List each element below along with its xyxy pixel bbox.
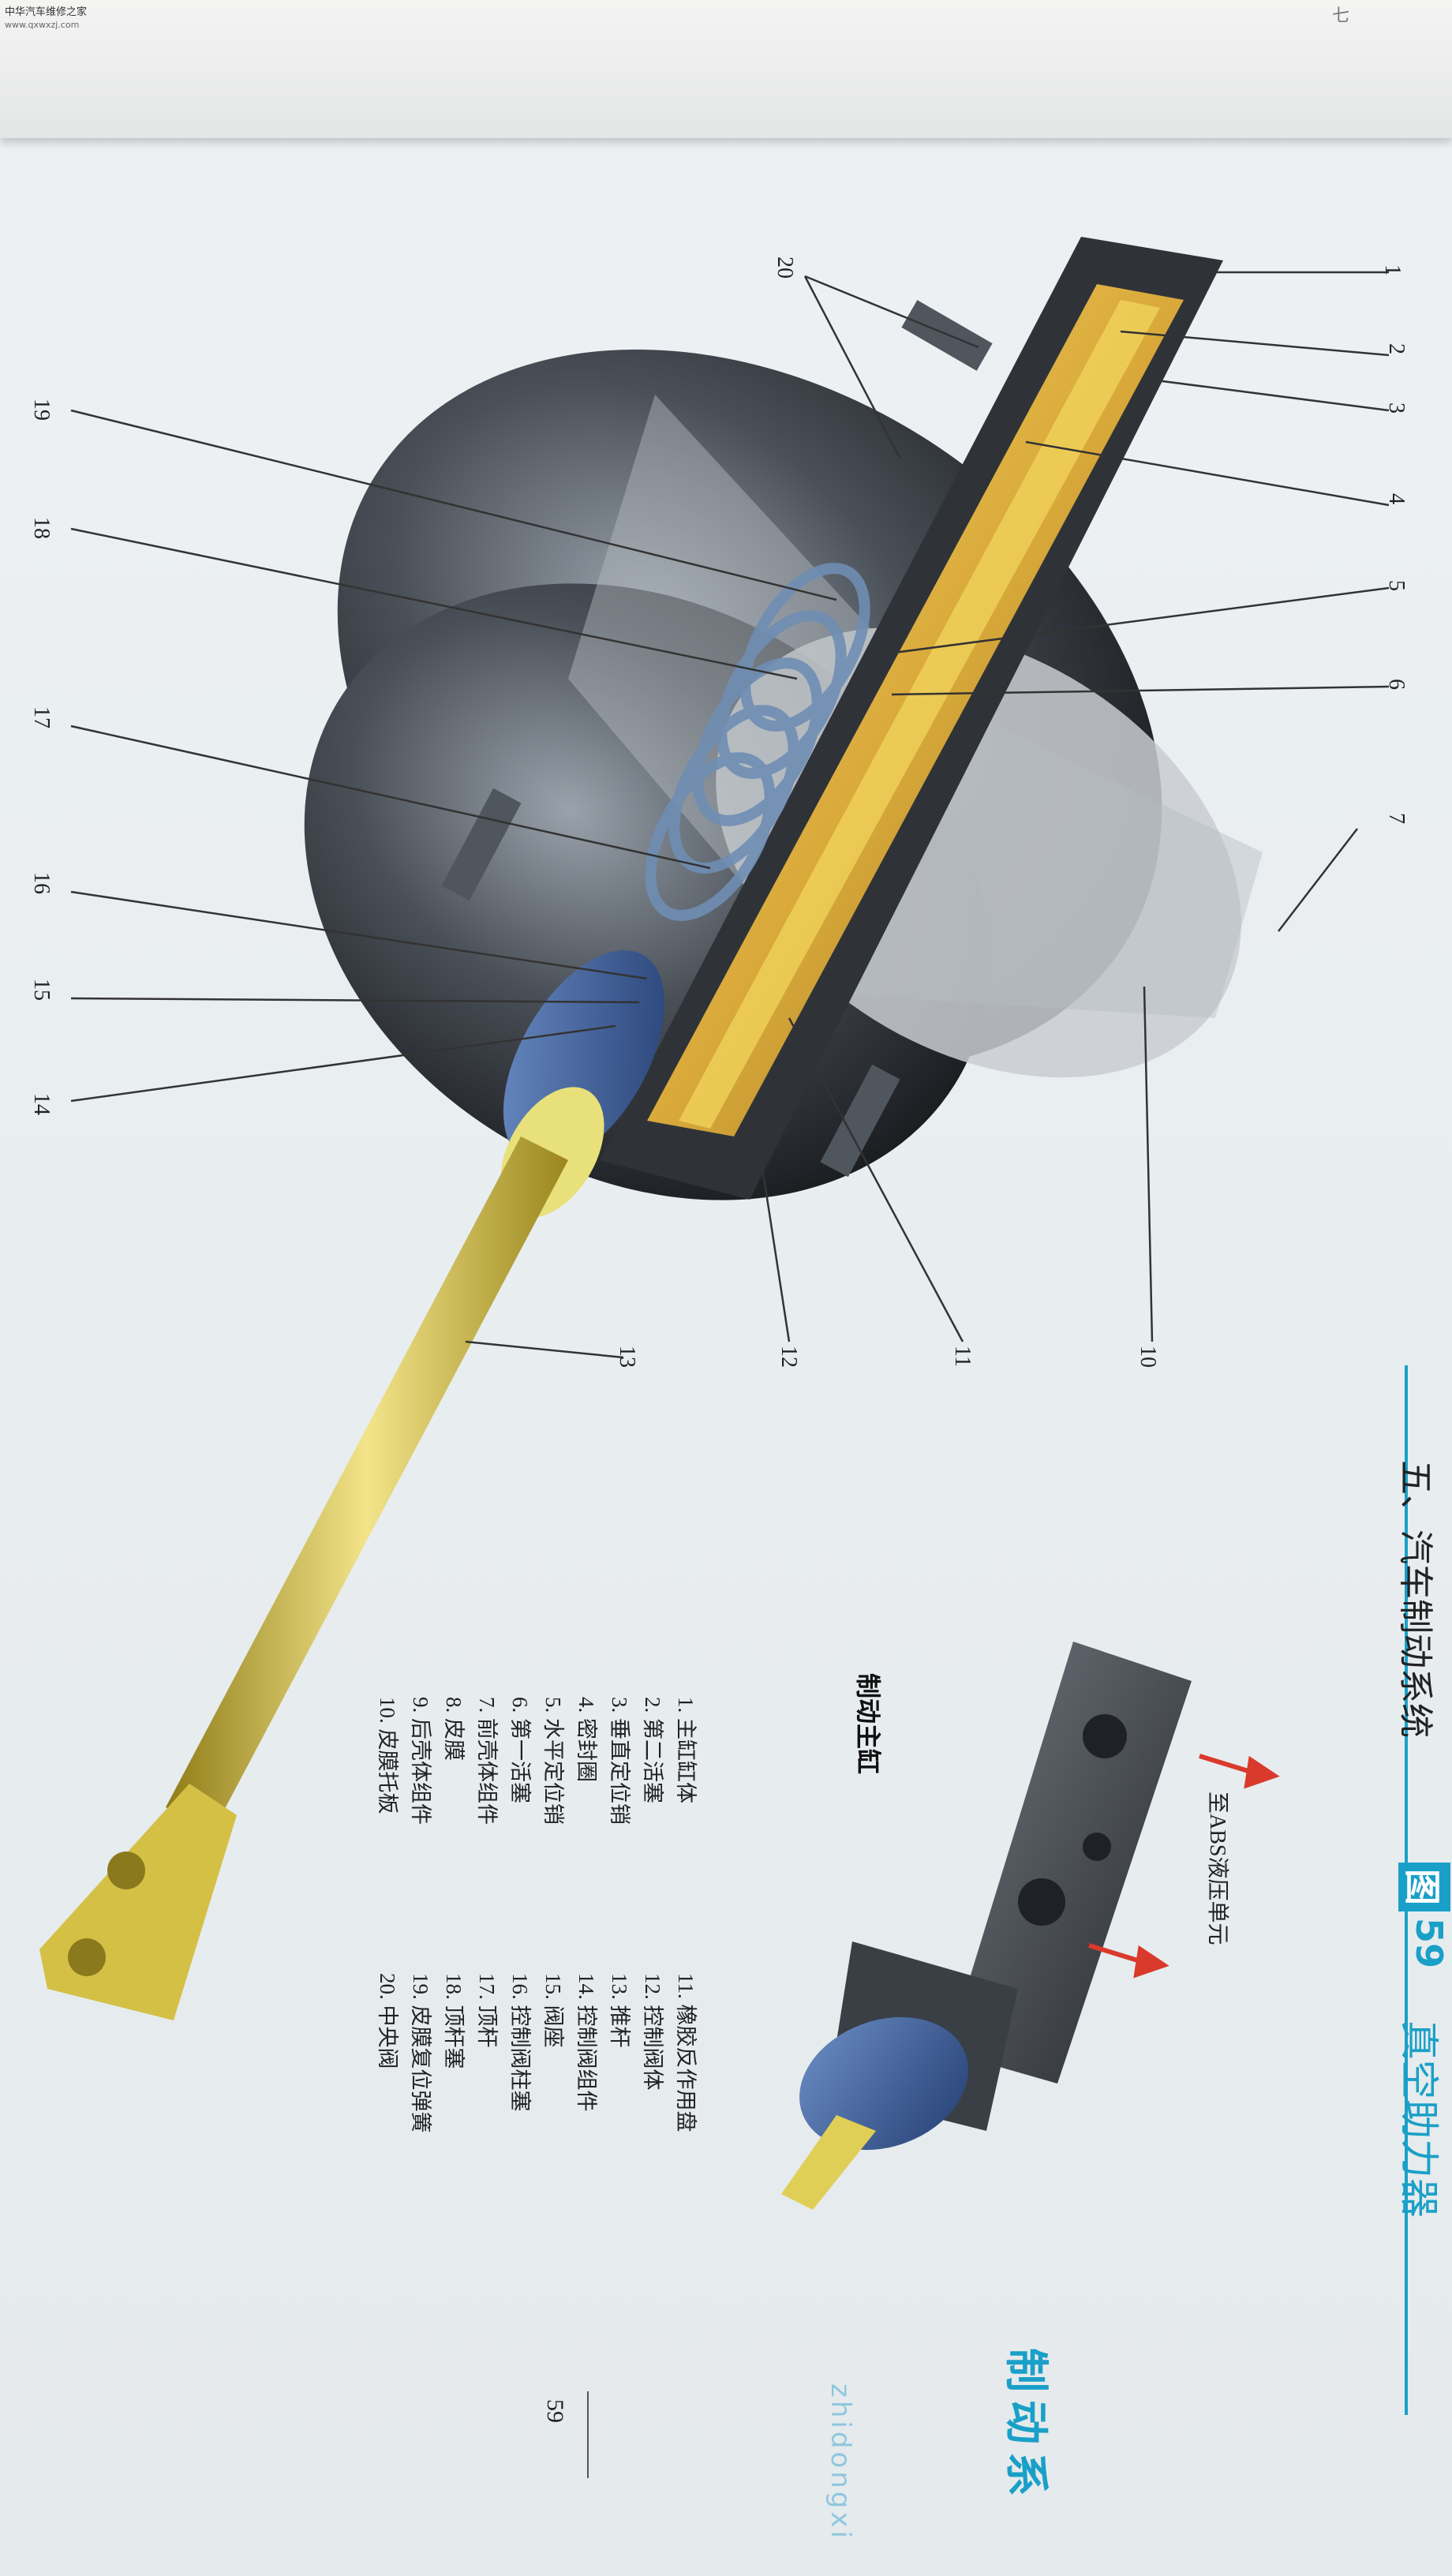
legend-column-1: 1. 主缸缸体 2. 第二活塞 3. 垂直定位销 4. 密封圈 5. 水平定位销… [371,1697,702,1825]
page-number: 59 [542,2399,568,2423]
legend-item: 12. 控制阀体 [641,1973,664,2091]
legend-item: 14. 控制阀组件 [574,1973,598,2112]
callout-17: 17 [29,706,54,728]
figure-label: 图 [1398,1863,1450,1911]
callout-2: 2 [1384,343,1409,354]
push-rod [39,1136,568,2020]
watermark: 中华汽车维修之家 www.qxwxzj.com [5,6,123,32]
legend-item: 19. 皮膜复位弹簧 [409,1973,432,2133]
callout-10: 10 [1136,1346,1160,1368]
legend-item: 1. 主缸缸体 [674,1697,698,1803]
callout-7: 7 [1384,813,1409,824]
mounting-studs [441,300,993,1178]
callout-12: 12 [777,1346,801,1368]
legend-item: 18. 顶杆塞 [442,1973,466,2069]
figure-number: 59 [1408,1918,1450,1969]
legend-item: 11. 橡胶反作用盘 [674,1973,698,2132]
legend-column-2: 11. 橡胶反作用盘 12. 控制阀体 13. 推杆 14. 控制阀组件 15.… [371,1973,702,2133]
legend-item: 2. 第二活塞 [641,1697,664,1803]
callout-18: 18 [29,517,54,539]
legend-item: 4. 密封圈 [574,1697,598,1782]
legend-item: 17. 顶杆 [475,1973,499,2048]
section-heading: 五、汽车制动系统 [1396,1460,1435,1738]
leader-lines [70,271,1390,1359]
callout-19: 19 [29,399,54,421]
master-cylinder-tube [600,237,1223,1200]
abs-unit-note: 至ABS液压单元 [1205,1792,1229,1945]
figure-title: 真空助力器 [1397,2020,1441,2218]
legend-item: 5. 水平定位销 [541,1697,565,1825]
callout-15: 15 [29,979,54,1001]
corner-char: 七 [1332,6,1350,25]
callout-20: 20 [773,256,797,279]
callout-11: 11 [950,1346,975,1367]
legend-item: 9. 后壳体组件 [409,1697,432,1825]
callout-3: 3 [1384,402,1409,414]
callout-14: 14 [29,1093,54,1115]
legend-item: 20. 中央阀 [376,1973,399,2069]
legend-item: 10. 皮膜托板 [376,1697,399,1814]
legend-item: 6. 第一活塞 [508,1697,532,1803]
master-cylinder-title: 制动主缸 [853,1673,883,1775]
legend-item: 3. 垂直定位销 [608,1697,631,1825]
callout-1: 1 [1380,264,1405,275]
legend-item: 13. 推杆 [608,1973,631,2048]
previous-page-edge: 中华汽车维修之家 www.qxwxzj.com 七 [0,0,1452,138]
watermark-url: www.qxwxzj.com [5,20,80,30]
callout-16: 16 [29,872,54,894]
master-cylinder-inset [781,1642,1192,2210]
watermark-title: 中华汽车维修之家 [5,6,88,18]
callout-5: 5 [1384,580,1409,591]
side-tab-title: 制动系 [1000,2348,1051,2504]
legend-item: 8. 皮膜 [442,1697,466,1761]
legend-item: 16. 控制阀柱塞 [508,1973,532,2112]
flow-arrows [1088,1754,1280,1979]
callout-6: 6 [1384,679,1409,690]
side-tab-pinyin: zhidongxi [825,2383,856,2541]
legend-item: 7. 前壳体组件 [475,1697,499,1825]
callout-13: 13 [615,1346,639,1368]
callout-4: 4 [1384,493,1409,504]
legend-item: 15. 阀座 [541,1973,565,2048]
